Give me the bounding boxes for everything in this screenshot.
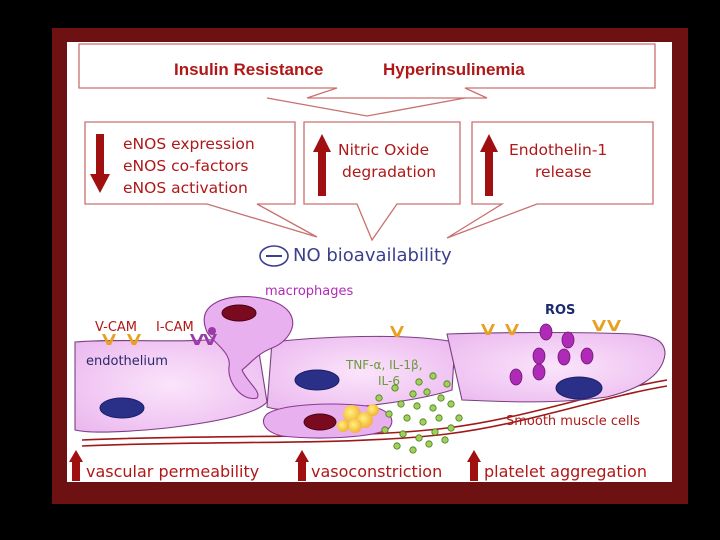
left-box [84,121,318,238]
cytokines-label-2: IL-6 [378,374,400,388]
enos-activation: eNOS activation [123,179,248,197]
endothelial-cell-middle [266,335,456,411]
endothelin-label: Endothelin-1 [509,141,608,159]
right-box [446,121,654,239]
endothelial-cell-right [446,331,666,403]
up-arrow-icon [295,450,309,481]
endothelium-label: endothelium [86,354,168,369]
platelet-aggregation-label: platelet aggregation [484,462,647,481]
nucleus [555,376,603,400]
up-arrow-icon [313,134,331,196]
insulin-resistance-label: Insulin Resistance [174,60,324,79]
ros-dots [509,323,594,386]
up-arrow-icon [69,450,83,481]
nucleus [294,369,340,391]
cytokine-dots [375,372,463,454]
up-arrow-icon [480,134,498,196]
macrophage-nucleus [221,304,257,322]
adhesion-receptors [102,320,621,345]
release-label: release [535,163,592,181]
title-callout [78,43,656,99]
foam-cell-nucleus [303,413,337,431]
vasoconstriction-label: vasoconstriction [311,462,443,481]
minus-circle-icon [259,245,289,267]
degradation-label: degradation [342,163,437,181]
ros-label: ROS [545,303,576,318]
title-pointer [266,97,466,117]
icam-label: I-CAM [156,320,194,335]
middle-box [303,121,461,242]
cytokines-label-1: TNF-α, IL-1β, [346,358,423,372]
diagram-graphics [69,43,668,481]
down-arrow-icon [90,134,110,193]
up-arrow-icon [467,450,481,481]
vascular-permeability-label: vascular permeability [86,462,260,481]
enos-expression: eNOS expression [123,135,255,153]
smooth-muscle-label: Smooth muscle cells [506,414,640,429]
enos-cofactors: eNOS co-factors [123,157,249,175]
diagram-panel: Insulin Resistance Hyperinsulinemia eNOS… [67,42,672,482]
macrophages-label: macrophages [265,284,354,299]
lipid-droplets [337,404,379,433]
vcam-label: V-CAM [95,320,138,335]
hyperinsulinemia-label: Hyperinsulinemia [383,60,525,79]
no-bioavailability-label: NO bioavailability [293,245,452,266]
nitric-oxide-label: Nitric Oxide [338,141,430,159]
nucleus [99,397,145,419]
macrophage-top [203,296,294,399]
